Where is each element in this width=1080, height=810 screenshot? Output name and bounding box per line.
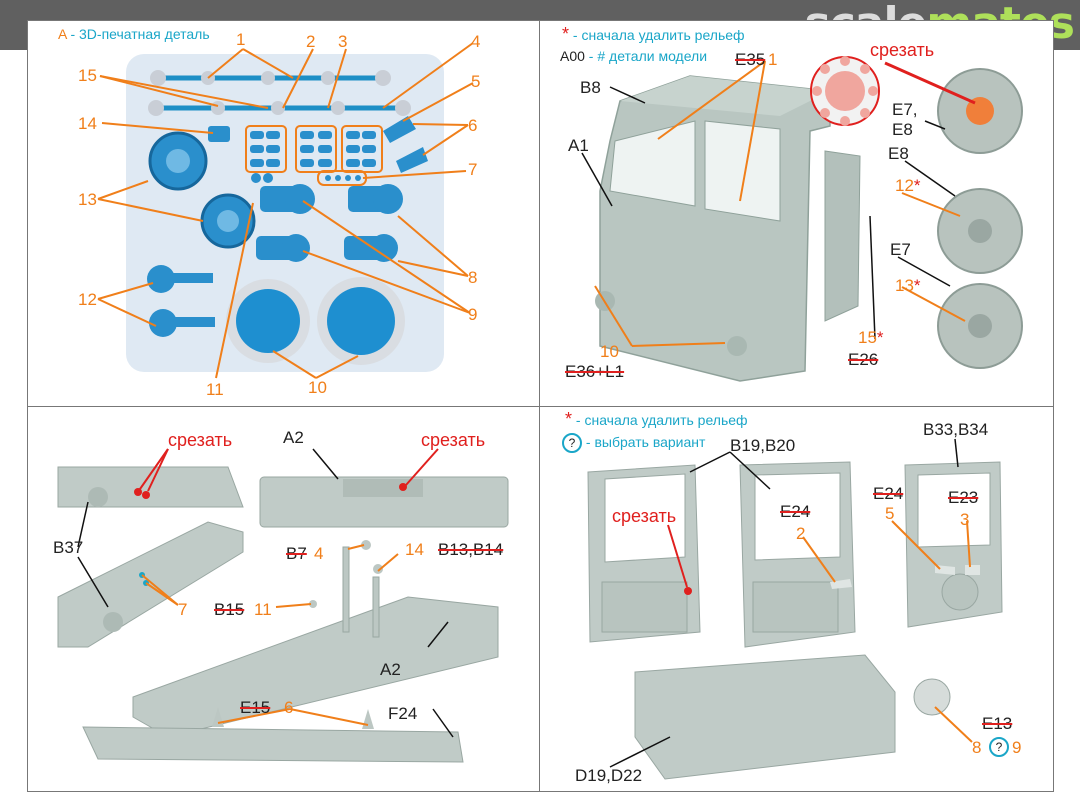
part-number: 9	[1012, 738, 1022, 757]
panel-interior: срезать срезать A2 B37 B7 4 14 B13,B14 B…	[27, 406, 542, 792]
interior-illustration	[57, 448, 509, 763]
part-e7-e8: E7,	[892, 100, 918, 119]
part-number: 1	[236, 30, 246, 49]
part-number: 3	[338, 32, 348, 51]
part-number: 7	[178, 600, 188, 619]
part-e7: E7	[890, 240, 911, 259]
part-e24: E24	[780, 502, 811, 521]
legend-question: ? - выбрать вариант	[562, 433, 705, 453]
part-e15: E15	[240, 698, 271, 717]
part-number: 5	[471, 72, 481, 91]
part-number: 6	[284, 698, 294, 717]
legend-a00: A00 - # детали модели	[560, 48, 708, 64]
sprue-illustration	[97, 42, 474, 379]
legend-a: A - 3D-печатная деталь	[58, 26, 210, 42]
part-number: 6	[468, 116, 478, 135]
cut-label: срезать	[421, 430, 486, 450]
part-a2: A2	[380, 660, 401, 679]
part-number: 8	[972, 738, 982, 757]
part-b19-b20: B19,B20	[730, 436, 796, 455]
cut-label: срезать	[870, 40, 935, 60]
part-b13-b14: B13,B14	[438, 540, 504, 559]
part-number: 13	[78, 190, 97, 209]
part-e8: E8	[888, 144, 909, 163]
part-a1: A1	[568, 136, 589, 155]
part-e24: E24	[873, 484, 904, 503]
part-d19-d22: D19,D22	[575, 766, 643, 785]
part-number: 2	[796, 524, 806, 543]
part-b15: B15	[214, 600, 245, 619]
part-b7: B7	[286, 544, 307, 563]
part-number: 10	[308, 378, 327, 397]
part-number: 15	[78, 66, 97, 85]
part-b8: B8	[580, 78, 601, 97]
part-number: 12	[78, 290, 97, 309]
part-b33-b34: B33,B34	[923, 420, 989, 439]
part-number: 2	[306, 32, 316, 51]
panel-3d-printed-parts: A - 3D-печатная деталь 1 2 3 4 5 6 7 8 9…	[27, 20, 542, 409]
part-b37: B37	[53, 538, 84, 557]
part-e23: E23	[948, 488, 979, 507]
part-a2: A2	[283, 428, 304, 447]
part-number: 14	[78, 114, 97, 133]
part-number: 5	[885, 504, 895, 523]
part-number: 10	[600, 342, 619, 361]
part-number: 9	[468, 305, 478, 324]
part-f24: F24	[388, 704, 418, 723]
part-number: 14	[405, 540, 424, 559]
cut-label: срезать	[612, 506, 677, 526]
choose-variant-icon: ?	[989, 737, 1009, 757]
part-number: 3	[960, 510, 970, 529]
part-number: 7	[468, 160, 478, 179]
part-number: 4	[314, 544, 324, 563]
part-e13: E13	[982, 714, 1013, 733]
part-number: 13*	[895, 276, 921, 295]
part-number: 12*	[895, 176, 921, 195]
part-number: 11	[254, 600, 272, 619]
cab-illustration	[581, 56, 1023, 382]
doors-illustration	[587, 438, 1003, 780]
part-number: 11	[206, 380, 224, 399]
part-e36-l1: E36+L1	[565, 362, 625, 381]
part-e26: E26	[848, 350, 879, 369]
panel-cab-wheels: * - сначала удалить рельеф A00 - # детал…	[539, 20, 1054, 409]
panel-doors-tank: * - сначала удалить рельеф ? - выбрать в…	[539, 406, 1054, 792]
cut-label: срезать	[168, 430, 233, 450]
part-number: 4	[471, 32, 481, 51]
legend-star: * - сначала удалить рельеф	[562, 24, 745, 44]
part-number: 1	[768, 50, 778, 69]
part-number: 15*	[858, 328, 884, 347]
part-e35: E35	[735, 50, 766, 69]
part-e7-e8: E8	[892, 120, 913, 139]
part-number: 8	[468, 268, 478, 287]
legend-star: * - сначала удалить рельеф	[565, 409, 748, 429]
